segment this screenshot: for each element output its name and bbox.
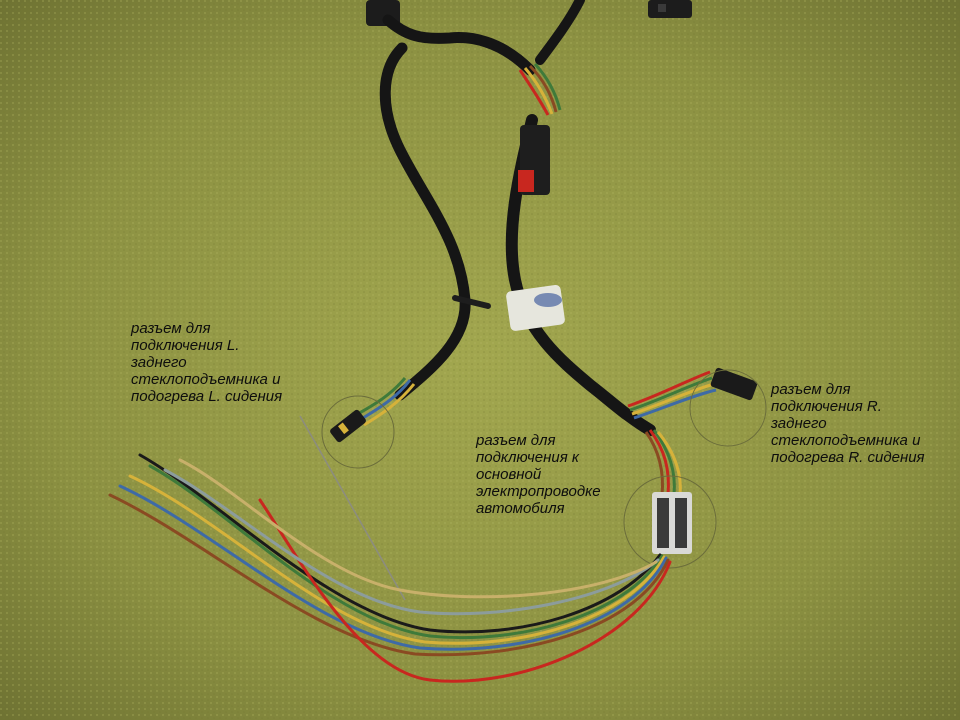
left-plug <box>330 409 366 443</box>
right-connector-wires <box>627 370 717 420</box>
zip-tie-left <box>452 295 491 309</box>
harness-top-right <box>535 0 585 65</box>
right-connector-label: разъем для подключения R. заднего стекло… <box>771 381 925 466</box>
inline-connector-red-tape <box>518 125 550 195</box>
left-pointer-line <box>299 415 406 601</box>
main-connector-highlight <box>623 475 717 569</box>
left-connector-label: разъем для подключения L. заднего стекло… <box>131 320 283 405</box>
loose-wire-bundle <box>108 453 672 683</box>
main-connector-label: разъем для подключения к основной электр… <box>476 432 601 517</box>
top-right-connector <box>648 0 692 18</box>
right-plug <box>710 367 758 401</box>
harness-left-branch <box>382 14 536 76</box>
main-branch-wires <box>644 429 682 496</box>
left-connector-highlight <box>321 395 395 469</box>
junction-wires <box>518 62 562 116</box>
main-connector <box>652 492 692 554</box>
manufacturer-label <box>506 284 565 331</box>
right-connector-highlight <box>689 369 767 447</box>
harness-left-loop <box>379 42 471 401</box>
